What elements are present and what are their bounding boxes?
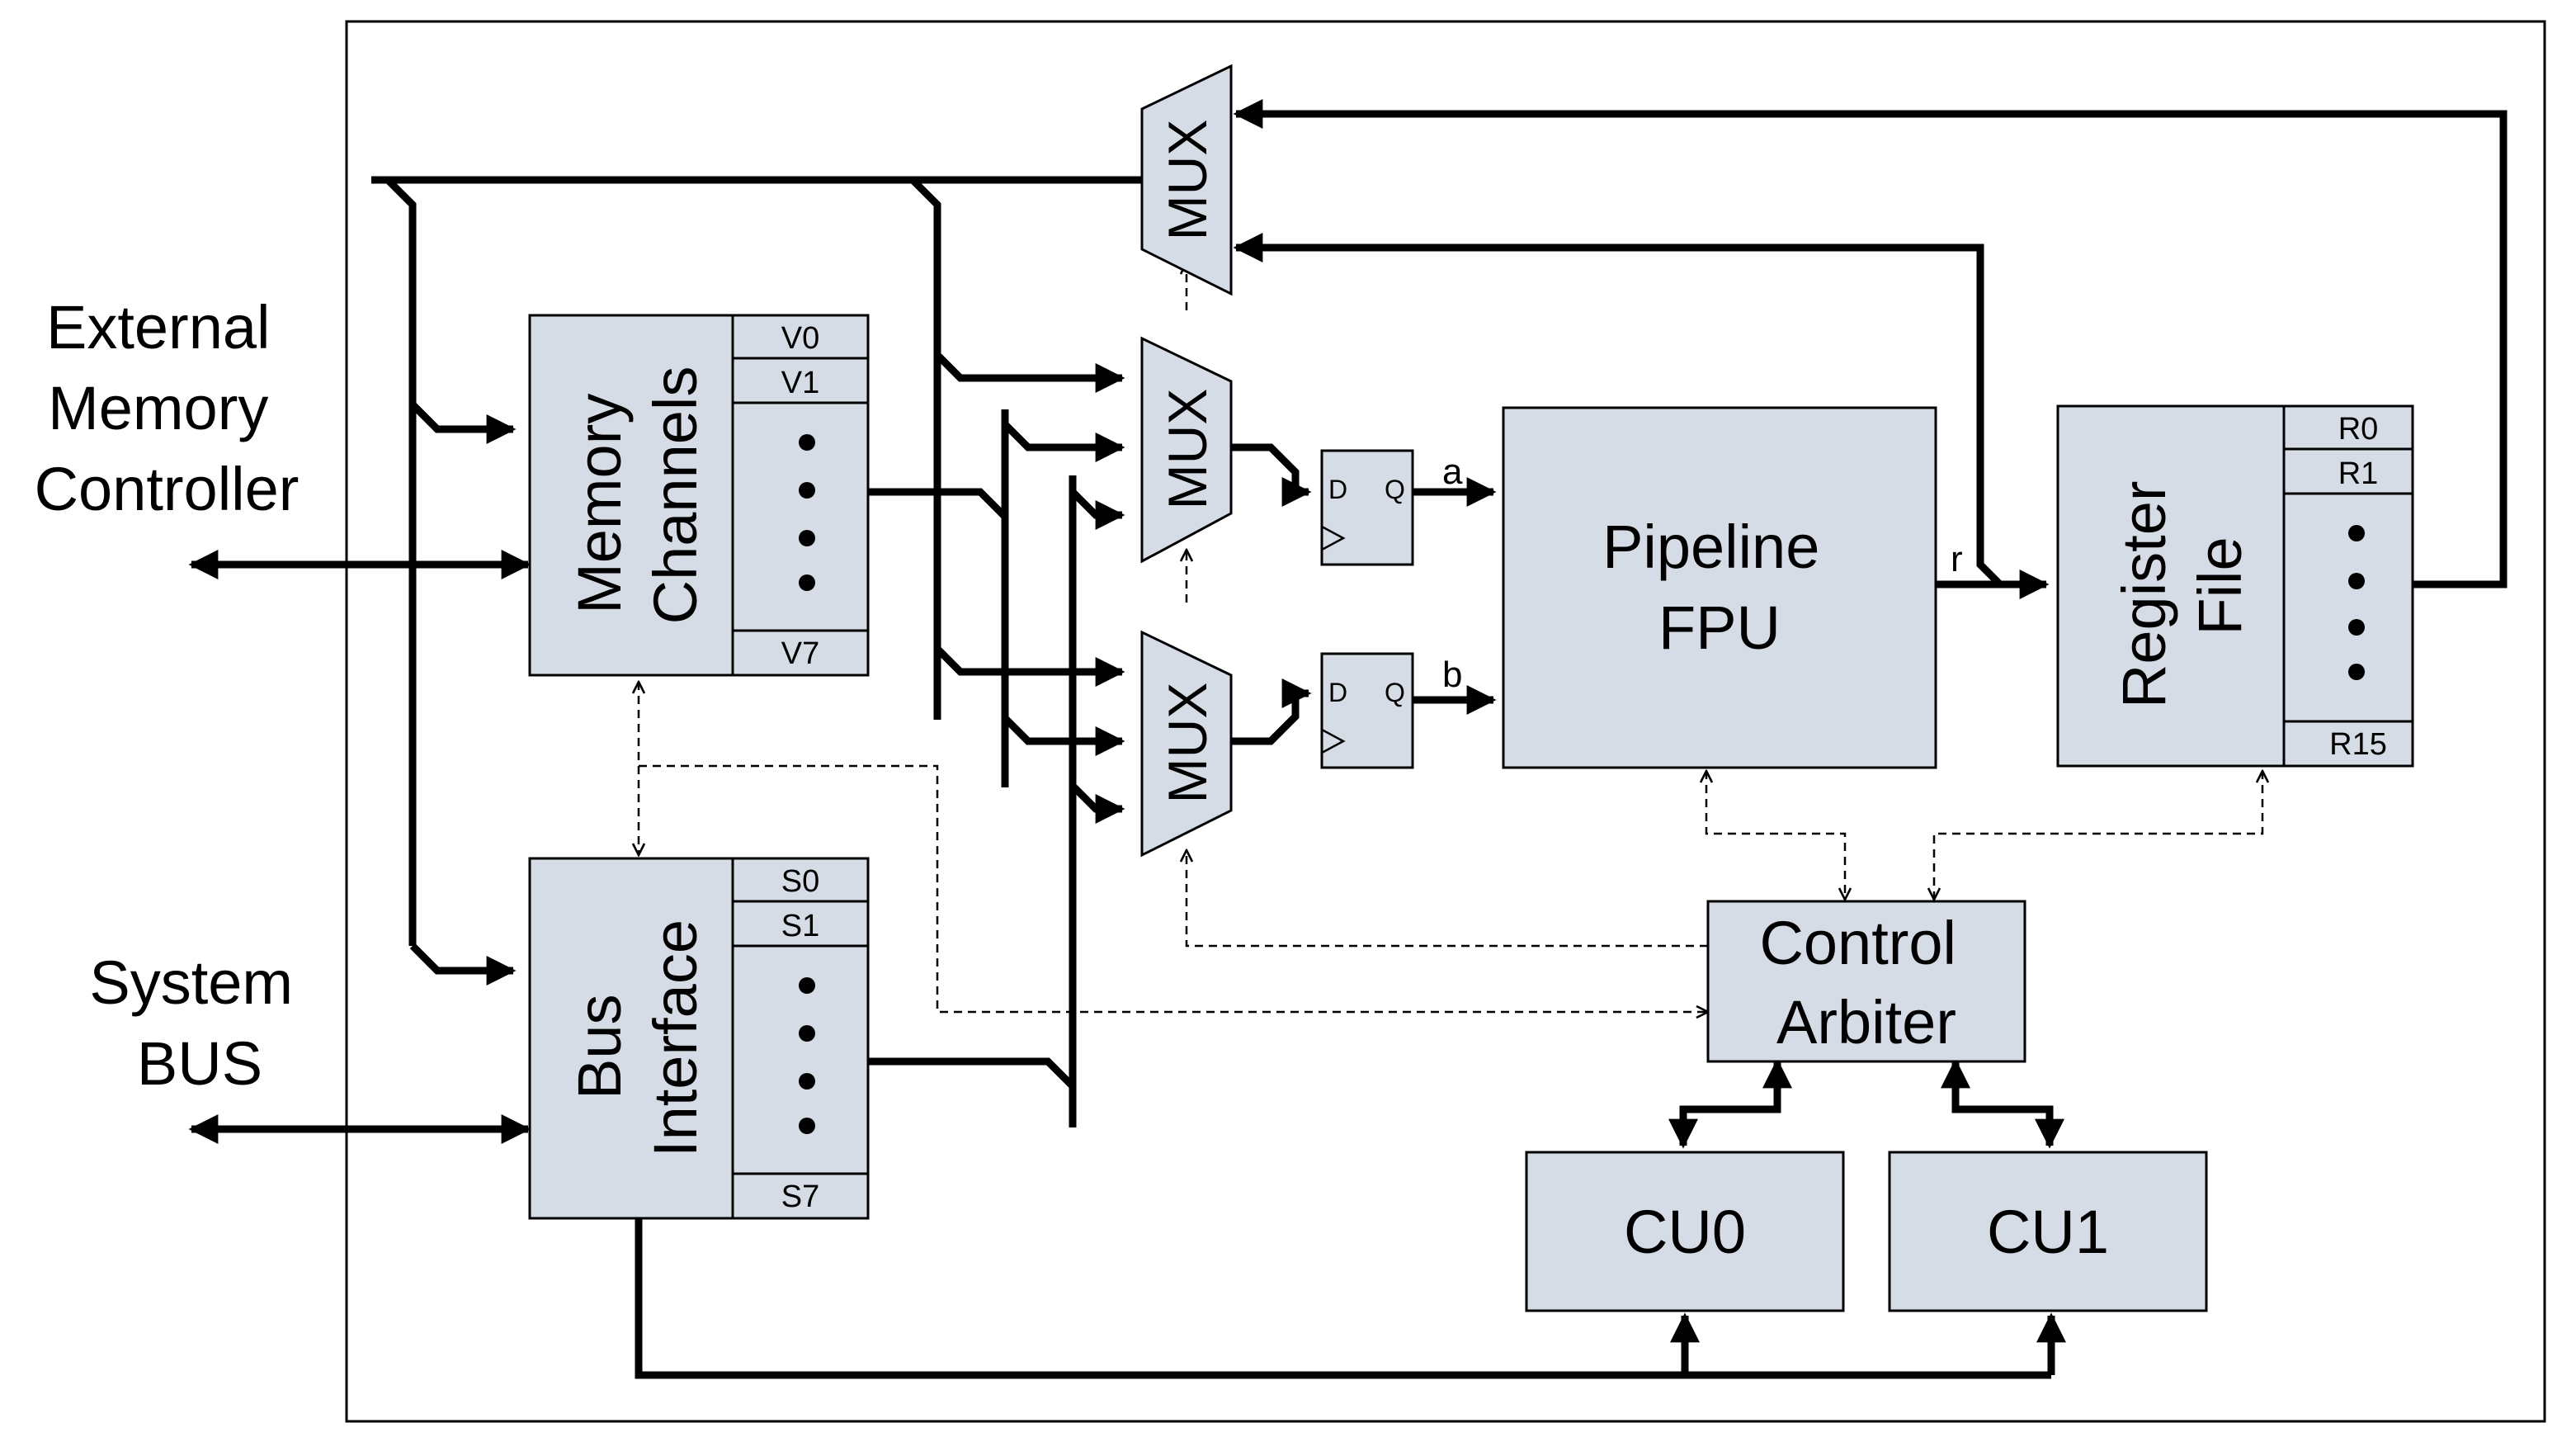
flipflop-a: D Q: [1320, 449, 1414, 566]
register-slot-r15: R15: [2329, 727, 2387, 762]
cu0-block: CU0: [1525, 1151, 1845, 1312]
memory-slot-v0: V0: [781, 321, 819, 356]
signal-r-label: r: [1951, 539, 1963, 579]
svg-text:Control Arbiter: Control Arbiter: [1759, 909, 1973, 1056]
mux-a: MUX: [1140, 336, 1233, 564]
control-signals: [639, 262, 2262, 1012]
chip-boundary: [345, 20, 2546, 1423]
register-file-label: Register File: [2110, 464, 2254, 708]
mux-b: MUX: [1140, 630, 1233, 858]
svg-text:CU1: CU1: [1987, 1198, 2109, 1266]
svg-text:MUX: MUX: [1157, 389, 1218, 510]
bus-slot-s7: S7: [781, 1179, 819, 1214]
control-arbiter-block: Control Arbiter: [1706, 900, 2026, 1063]
data-buses: [188, 99, 2508, 1379]
svg-text:CU0: CU0: [1624, 1198, 1746, 1266]
svg-text:D: D: [1328, 475, 1347, 504]
bus-slot-s0: S0: [781, 864, 819, 899]
external-memory-controller-label: External Memory Controller: [35, 293, 300, 523]
svg-text:D: D: [1328, 678, 1347, 707]
register-slot-r0: R0: [2338, 412, 2379, 447]
mux-top: MUX: [1140, 64, 1233, 296]
register-file-block: R0 R1 R15 Register File: [2056, 404, 2414, 768]
bus-interface-label: Bus Interface: [565, 919, 710, 1157]
register-slot-r1: R1: [2338, 456, 2379, 491]
memory-channels-block: V0 V1 V7 Memory Channels: [528, 314, 870, 677]
cu1-block: CU1: [1888, 1151, 2208, 1312]
memory-slot-v1: V1: [781, 366, 819, 400]
svg-text:MUX: MUX: [1157, 120, 1218, 241]
memory-channels-label: Memory Channels: [565, 366, 710, 625]
bus-slot-s1: S1: [781, 909, 819, 943]
ellipsis-dots: [799, 434, 815, 591]
svg-text:MUX: MUX: [1157, 683, 1218, 804]
svg-text:Q: Q: [1385, 475, 1405, 504]
svg-text:Pipeline FPU: Pipeline FPU: [1602, 513, 1837, 662]
svg-text:Q: Q: [1385, 678, 1405, 707]
ellipsis-dots: [799, 977, 815, 1134]
memory-slot-v7: V7: [781, 636, 819, 671]
system-bus-label: System BUS: [89, 948, 309, 1098]
bus-interface-block: S0 S1 S7 Bus Interface: [528, 857, 870, 1220]
ellipsis-dots: [2348, 525, 2365, 680]
signal-b-label: b: [1442, 655, 1462, 695]
flipflop-b: D Q: [1320, 652, 1414, 769]
pipeline-fpu-block: Pipeline FPU: [1502, 406, 1937, 769]
signal-a-label: a: [1442, 451, 1463, 492]
